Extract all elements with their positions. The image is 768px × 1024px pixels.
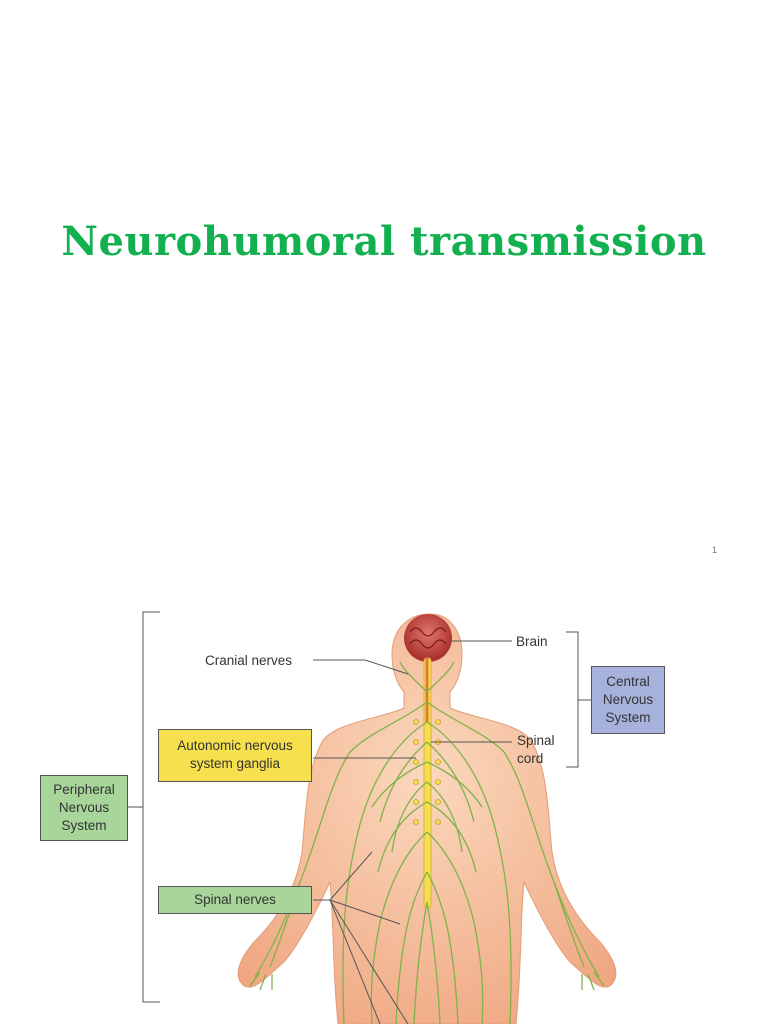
- brain-shape: [404, 614, 452, 662]
- label-spinal-cord: Spinal cord: [517, 732, 555, 768]
- label-cranial-nerves: Cranial nerves: [205, 653, 293, 668]
- slide-title: Neurohumoral transmission: [61, 218, 707, 265]
- nervous-system-figure: Cranial nerves Brain Spinal cord Autonom…: [0, 582, 768, 1024]
- central-line3: System: [605, 710, 651, 725]
- peripheral-nervous-system-box: Peripheral Nervous System: [40, 775, 128, 841]
- label-spinal-cord-line1: Spinal: [517, 733, 555, 748]
- leader-lines: [128, 611, 592, 1024]
- autonomic-line1: Autonomic nervous: [177, 738, 293, 753]
- central-line1: Central: [606, 674, 650, 689]
- body-illustration: [128, 611, 617, 1024]
- peripheral-line2: Nervous: [58, 800, 110, 815]
- central-line2: Nervous: [602, 692, 654, 707]
- page-number: 1: [712, 545, 718, 555]
- central-nervous-system-box: Central Nervous System: [591, 666, 665, 734]
- autonomic-ganglia-box: Autonomic nervous system ganglia: [158, 729, 312, 782]
- slide: Neurohumoral transmission 1: [61, 218, 718, 555]
- nerve-network: [249, 661, 605, 1024]
- peripheral-line3: System: [61, 818, 107, 833]
- spinal-nerves-box: Spinal nerves: [158, 886, 312, 914]
- ganglia-dots: [413, 719, 441, 825]
- autonomic-line2: system ganglia: [189, 756, 281, 771]
- label-spinal-cord-line2: cord: [517, 751, 544, 766]
- peripheral-line1: Peripheral: [53, 782, 115, 797]
- label-brain: Brain: [516, 634, 548, 649]
